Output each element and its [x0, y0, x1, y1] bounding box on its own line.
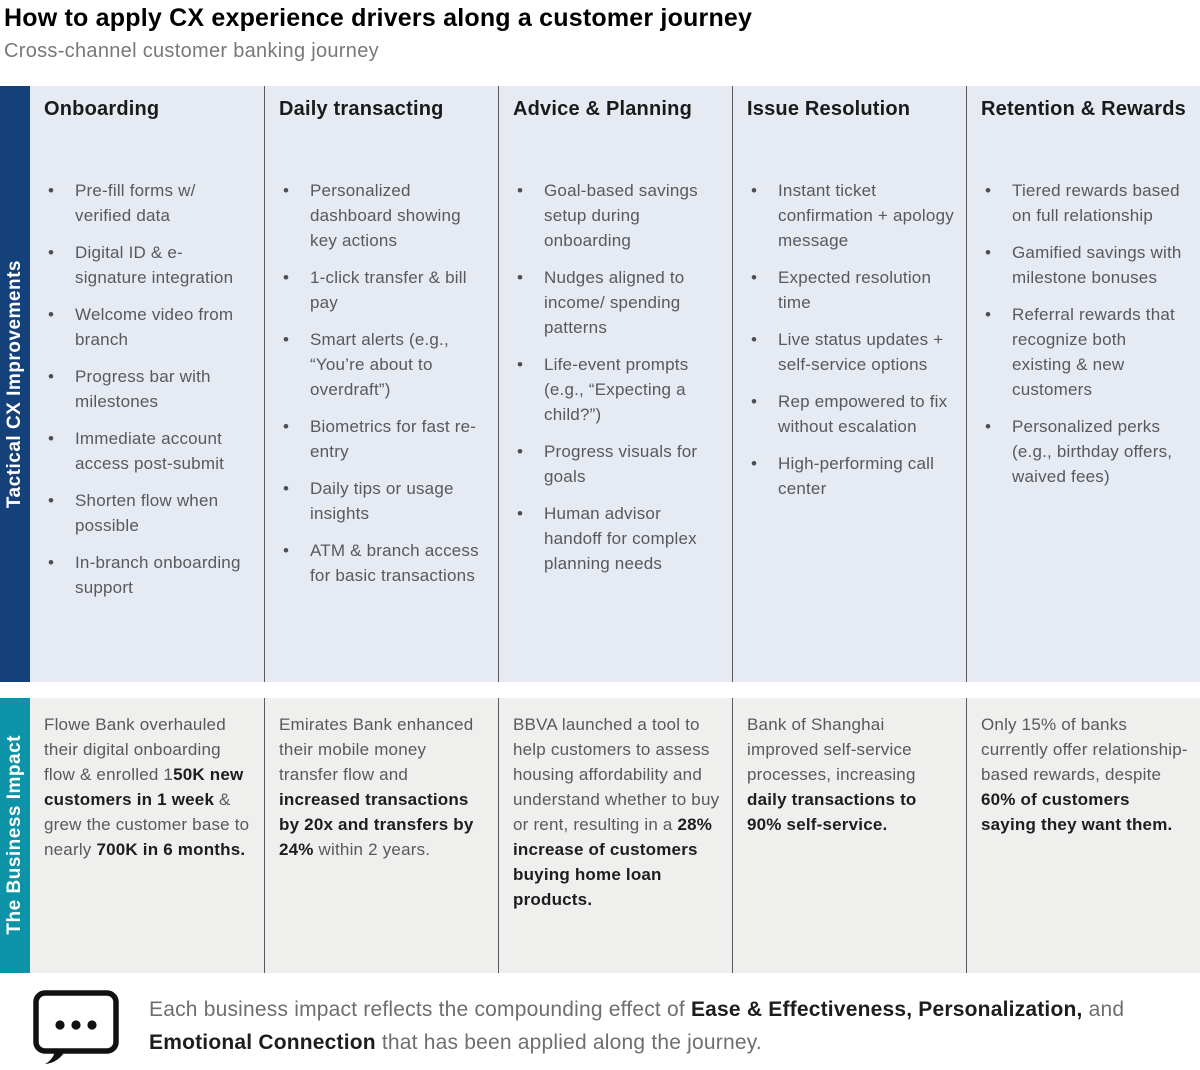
bullet-item: Instant ticket confirmation + apology me… — [747, 178, 954, 253]
impact-text: Bank of Shanghai improved self-service p… — [747, 712, 954, 837]
bullet-item: Live status updates + self-service optio… — [747, 327, 954, 377]
impact-cell-3: BBVA launched a tool to help customers t… — [498, 697, 732, 973]
impact-text: BBVA launched a tool to help customers t… — [513, 712, 720, 912]
bullet-item: Biometrics for fast re-entry — [279, 414, 486, 464]
impact-highlight: 60% of customers saying they want them. — [981, 789, 1173, 834]
bullet-item: Shorten flow when possible — [44, 488, 252, 538]
bullet-item: 1-click transfer & bill pay — [279, 265, 486, 315]
stage-bullet-list: Goal-based savings setup during onboardi… — [513, 178, 720, 576]
tactical-cx-row-label: Tactical CX Improvements — [4, 259, 25, 508]
bullet-item: Gamified savings with milestone bonuses — [981, 240, 1188, 290]
impact-fragment: BBVA launched a tool to help customers t… — [513, 714, 720, 834]
impact-cell-1: Flowe Bank overhauled their digital onbo… — [30, 697, 264, 973]
bullet-item: Immediate account access post-submit — [44, 426, 252, 476]
impact-fragment: Emirates Bank enhanced their mobile mone… — [279, 714, 474, 784]
bullet-item: Expected resolution time — [747, 265, 954, 315]
stage-bullet-list: Pre-fill forms w/ verified dataDigital I… — [44, 178, 252, 600]
bullet-item: Goal-based savings setup during onboardi… — [513, 178, 720, 253]
impact-fragment: and — [1082, 997, 1125, 1021]
bullet-item: Progress bar with milestones — [44, 364, 252, 414]
bullet-item: Personalized dashboard showing key actio… — [279, 178, 486, 253]
page-title: How to apply CX experience drivers along… — [4, 4, 753, 32]
bullet-item: Pre-fill forms w/ verified data — [44, 178, 252, 228]
tactical-cx-cells: OnboardingPre-fill forms w/ verified dat… — [30, 85, 1200, 682]
impact-highlight: Emotional Connection — [149, 1030, 376, 1054]
bullet-item: In-branch onboarding support — [44, 550, 252, 600]
impact-fragment: & grew the customer base to nearly — [44, 789, 250, 859]
stage-bullet-list: Personalized dashboard showing key actio… — [279, 178, 486, 588]
footer-note: Each business impact reflects the compou… — [4, 987, 1200, 1065]
speech-bubble-ellipsis-icon — [33, 990, 119, 1064]
impact-fragment: that has been applied along the journey. — [375, 1030, 762, 1054]
bullet-item: Referral rewards that recognize both exi… — [981, 302, 1188, 402]
impact-fragment: Each business impact reflects the compou… — [149, 997, 691, 1021]
journey-stage-cell-1: OnboardingPre-fill forms w/ verified dat… — [30, 85, 264, 682]
stage-title: Advice & Planning — [513, 97, 692, 120]
impact-fragment: Flowe Bank overhauled their digital onbo… — [44, 714, 226, 784]
bullet-item: Smart alerts (e.g., “You’re about to ove… — [279, 327, 486, 402]
impact-text: Only 15% of banks currently offer relati… — [981, 712, 1188, 837]
bullet-item: ATM & branch access for basic transactio… — [279, 538, 486, 588]
impact-cell-5: Only 15% of banks currently offer relati… — [966, 697, 1200, 973]
impact-highlight: 700K in 6 months. — [96, 839, 246, 859]
journey-stage-cell-2: Daily transactingPersonalized dashboard … — [264, 85, 498, 682]
stage-title: Onboarding — [44, 97, 160, 120]
stage-title: Issue Resolution — [747, 97, 911, 120]
bullet-item: Tiered rewards based on full relationshi… — [981, 178, 1188, 228]
business-impact-cells: Flowe Bank overhauled their digital onbo… — [30, 697, 1200, 973]
stage-bullet-list: Tiered rewards based on full relationshi… — [981, 178, 1188, 489]
bullet-item: Nudges aligned to income/ spending patte… — [513, 265, 720, 340]
bullet-item: Digital ID & e-signature integration — [44, 240, 252, 290]
bullet-item: Personalized perks (e.g., birthday offer… — [981, 414, 1188, 489]
bullet-item: Daily tips or usage insights — [279, 476, 486, 526]
impact-cell-2: Emirates Bank enhanced their mobile mone… — [264, 697, 498, 973]
impact-text: Emirates Bank enhanced their mobile mone… — [279, 712, 486, 862]
impact-highlight: increased transactions by 20x and transf… — [279, 789, 474, 859]
bullet-item: Progress visuals for goals — [513, 439, 720, 489]
bullet-item: Rep empowered to fix without escalation — [747, 389, 954, 439]
stage-bullet-list: Instant ticket confirmation + apology me… — [747, 178, 954, 501]
impact-highlight: 50K new customers in 1 week — [44, 764, 244, 809]
journey-stage-cell-4: Issue ResolutionInstant ticket confirmat… — [732, 85, 966, 682]
business-impact-row-label-bar: The Business Impact — [0, 697, 30, 973]
bullet-item: Human advisor handoff for complex planni… — [513, 501, 720, 576]
page-subtitle: Cross-channel customer banking journey — [4, 39, 379, 62]
impact-cell-4: Bank of Shanghai improved self-service p… — [732, 697, 966, 973]
journey-stage-cell-3: Advice & PlanningGoal-based savings setu… — [498, 85, 732, 682]
footer-note-text: Each business impact reflects the compou… — [149, 993, 1179, 1059]
journey-stage-cell-5: Retention & RewardsTiered rewards based … — [966, 85, 1200, 682]
business-impact-row-label: The Business Impact — [4, 735, 25, 936]
impact-highlight: 28% increase of customers buying home lo… — [513, 814, 713, 909]
bullet-item: Welcome video from branch — [44, 302, 252, 352]
tactical-cx-row: Tactical CX Improvements OnboardingPre-f… — [0, 85, 1200, 682]
impact-fragment: Only 15% of banks currently offer relati… — [981, 714, 1188, 784]
tactical-cx-row-label-bar: Tactical CX Improvements — [0, 85, 30, 682]
impact-fragment: Bank of Shanghai improved self-service p… — [747, 714, 916, 784]
bullet-item: High-performing call center — [747, 451, 954, 501]
impact-fragment: within 2 years. — [313, 839, 431, 859]
impact-text: Flowe Bank overhauled their digital onbo… — [44, 712, 252, 862]
business-impact-row: The Business Impact Flowe Bank overhaule… — [0, 697, 1200, 973]
bullet-item: Life-event prompts (e.g., “Expecting a c… — [513, 352, 720, 427]
stage-title: Retention & Rewards — [981, 97, 1186, 120]
impact-highlight: daily transactions to 90% self-service. — [747, 789, 917, 834]
impact-highlight: Ease & Effectiveness, Personalization, — [690, 997, 1083, 1021]
stage-title: Daily transacting — [279, 97, 444, 120]
